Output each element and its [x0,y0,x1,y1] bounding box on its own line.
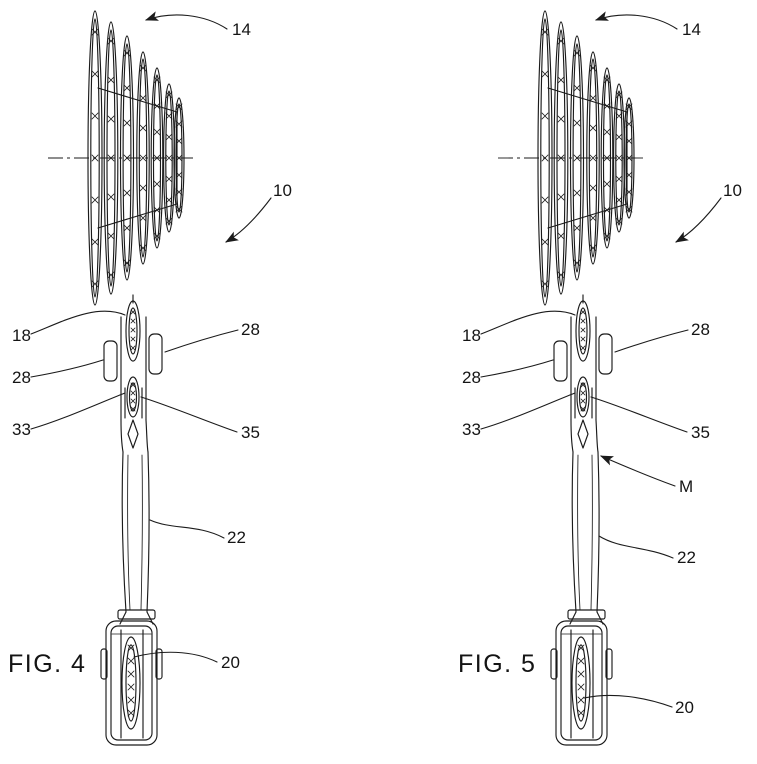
fig5-ref-33: 33 [462,420,481,439]
fig5-ref-28-right: 28 [691,320,710,339]
fig5-ref-10: 10 [723,181,742,200]
fig5-ref-14: 14 [682,20,701,39]
fig4-ref-35: 35 [241,423,260,442]
fig4-artwork [31,11,271,745]
fig5-leader-arm [598,535,674,559]
fig5-ref-20: 20 [675,698,694,717]
fig4-ref-10: 10 [273,181,292,200]
fig5-ref-35: 35 [691,423,710,442]
fig5-artwork [481,11,721,745]
fig4-ref-20: 20 [221,653,240,672]
fig4-ref-33: 33 [12,420,31,439]
fig4-ref-14: 14 [232,20,251,39]
fig5-labels: 14 10 18 28 28 33 35 M 22 20 FIG. 5 [458,20,742,717]
fig5-ref-M: M [679,477,693,496]
fig5-ref-28-left: 28 [462,368,481,387]
fig4-labels: 14 10 18 28 28 33 35 22 20 FIG. 4 [8,20,292,678]
fig4-leader-arm [149,519,225,539]
fig4-caption: FIG. 4 [8,650,86,678]
fig4-ref-22: 22 [227,528,246,547]
fig5-ref-18: 18 [462,326,481,345]
fig5-leader-arrow-motor [600,455,676,487]
fig4-leader-tension-pulley [133,651,218,663]
fig4-ref-28-left: 28 [12,368,31,387]
fig4-ref-18: 18 [12,326,31,345]
fig4-ref-28-right: 28 [241,320,260,339]
fig5-leader-tension-pulley [583,694,673,708]
fig5-ref-22: 22 [677,548,696,567]
fig5-caption: FIG. 5 [458,650,536,678]
